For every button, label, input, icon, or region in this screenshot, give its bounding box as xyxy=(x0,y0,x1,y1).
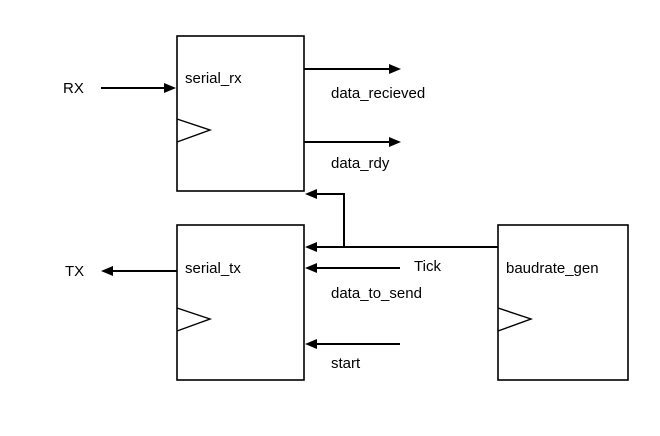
start-label: start xyxy=(331,355,361,372)
data-rdy-signal: data_rdy xyxy=(304,137,401,172)
data-to-send-arrow-head-icon xyxy=(305,263,317,273)
start-arrow-head-icon xyxy=(305,339,317,349)
tick-signal: Tick xyxy=(305,189,498,275)
data-recieved-label: data_recieved xyxy=(331,85,425,102)
data-to-send-signal: data_to_send xyxy=(305,263,422,302)
serial-rx-box xyxy=(176,35,305,192)
tx-signal: TX xyxy=(65,263,177,280)
tx-label: TX xyxy=(65,263,84,280)
rx-label: RX xyxy=(63,80,84,97)
tick-label: Tick xyxy=(414,258,441,275)
tick-wire-branch xyxy=(316,193,345,247)
rx-signal: RX xyxy=(63,80,176,97)
baudrate-gen-block: baudrate_gen xyxy=(497,224,629,381)
serial-tx-box xyxy=(176,224,305,381)
data-to-send-label: data_to_send xyxy=(331,285,422,302)
data-recieved-signal: data_recieved xyxy=(304,64,425,102)
serial-rx-clock-icon xyxy=(176,118,213,143)
serial-tx-label: serial_tx xyxy=(185,260,241,277)
baudrate-gen-clock-icon xyxy=(497,307,534,332)
tx-arrow-head-icon xyxy=(101,266,113,276)
data-rdy-arrow-head-icon xyxy=(389,137,401,147)
serial-rx-block: serial_rx xyxy=(176,35,305,192)
data-recieved-arrow-head-icon xyxy=(389,64,401,74)
serial-rx-label: serial_rx xyxy=(185,70,242,87)
baudrate-gen-box xyxy=(497,224,629,381)
serial-tx-clock-icon xyxy=(176,307,213,332)
start-signal: start xyxy=(305,339,400,372)
serial-tx-block: serial_tx xyxy=(176,224,305,381)
rx-arrow-head-icon xyxy=(164,83,176,93)
tick-tx-arrow-head-icon xyxy=(305,242,317,252)
baudrate-gen-label: baudrate_gen xyxy=(506,260,599,277)
tick-rx-arrow-head-icon xyxy=(305,189,317,199)
data-rdy-label: data_rdy xyxy=(331,155,390,172)
